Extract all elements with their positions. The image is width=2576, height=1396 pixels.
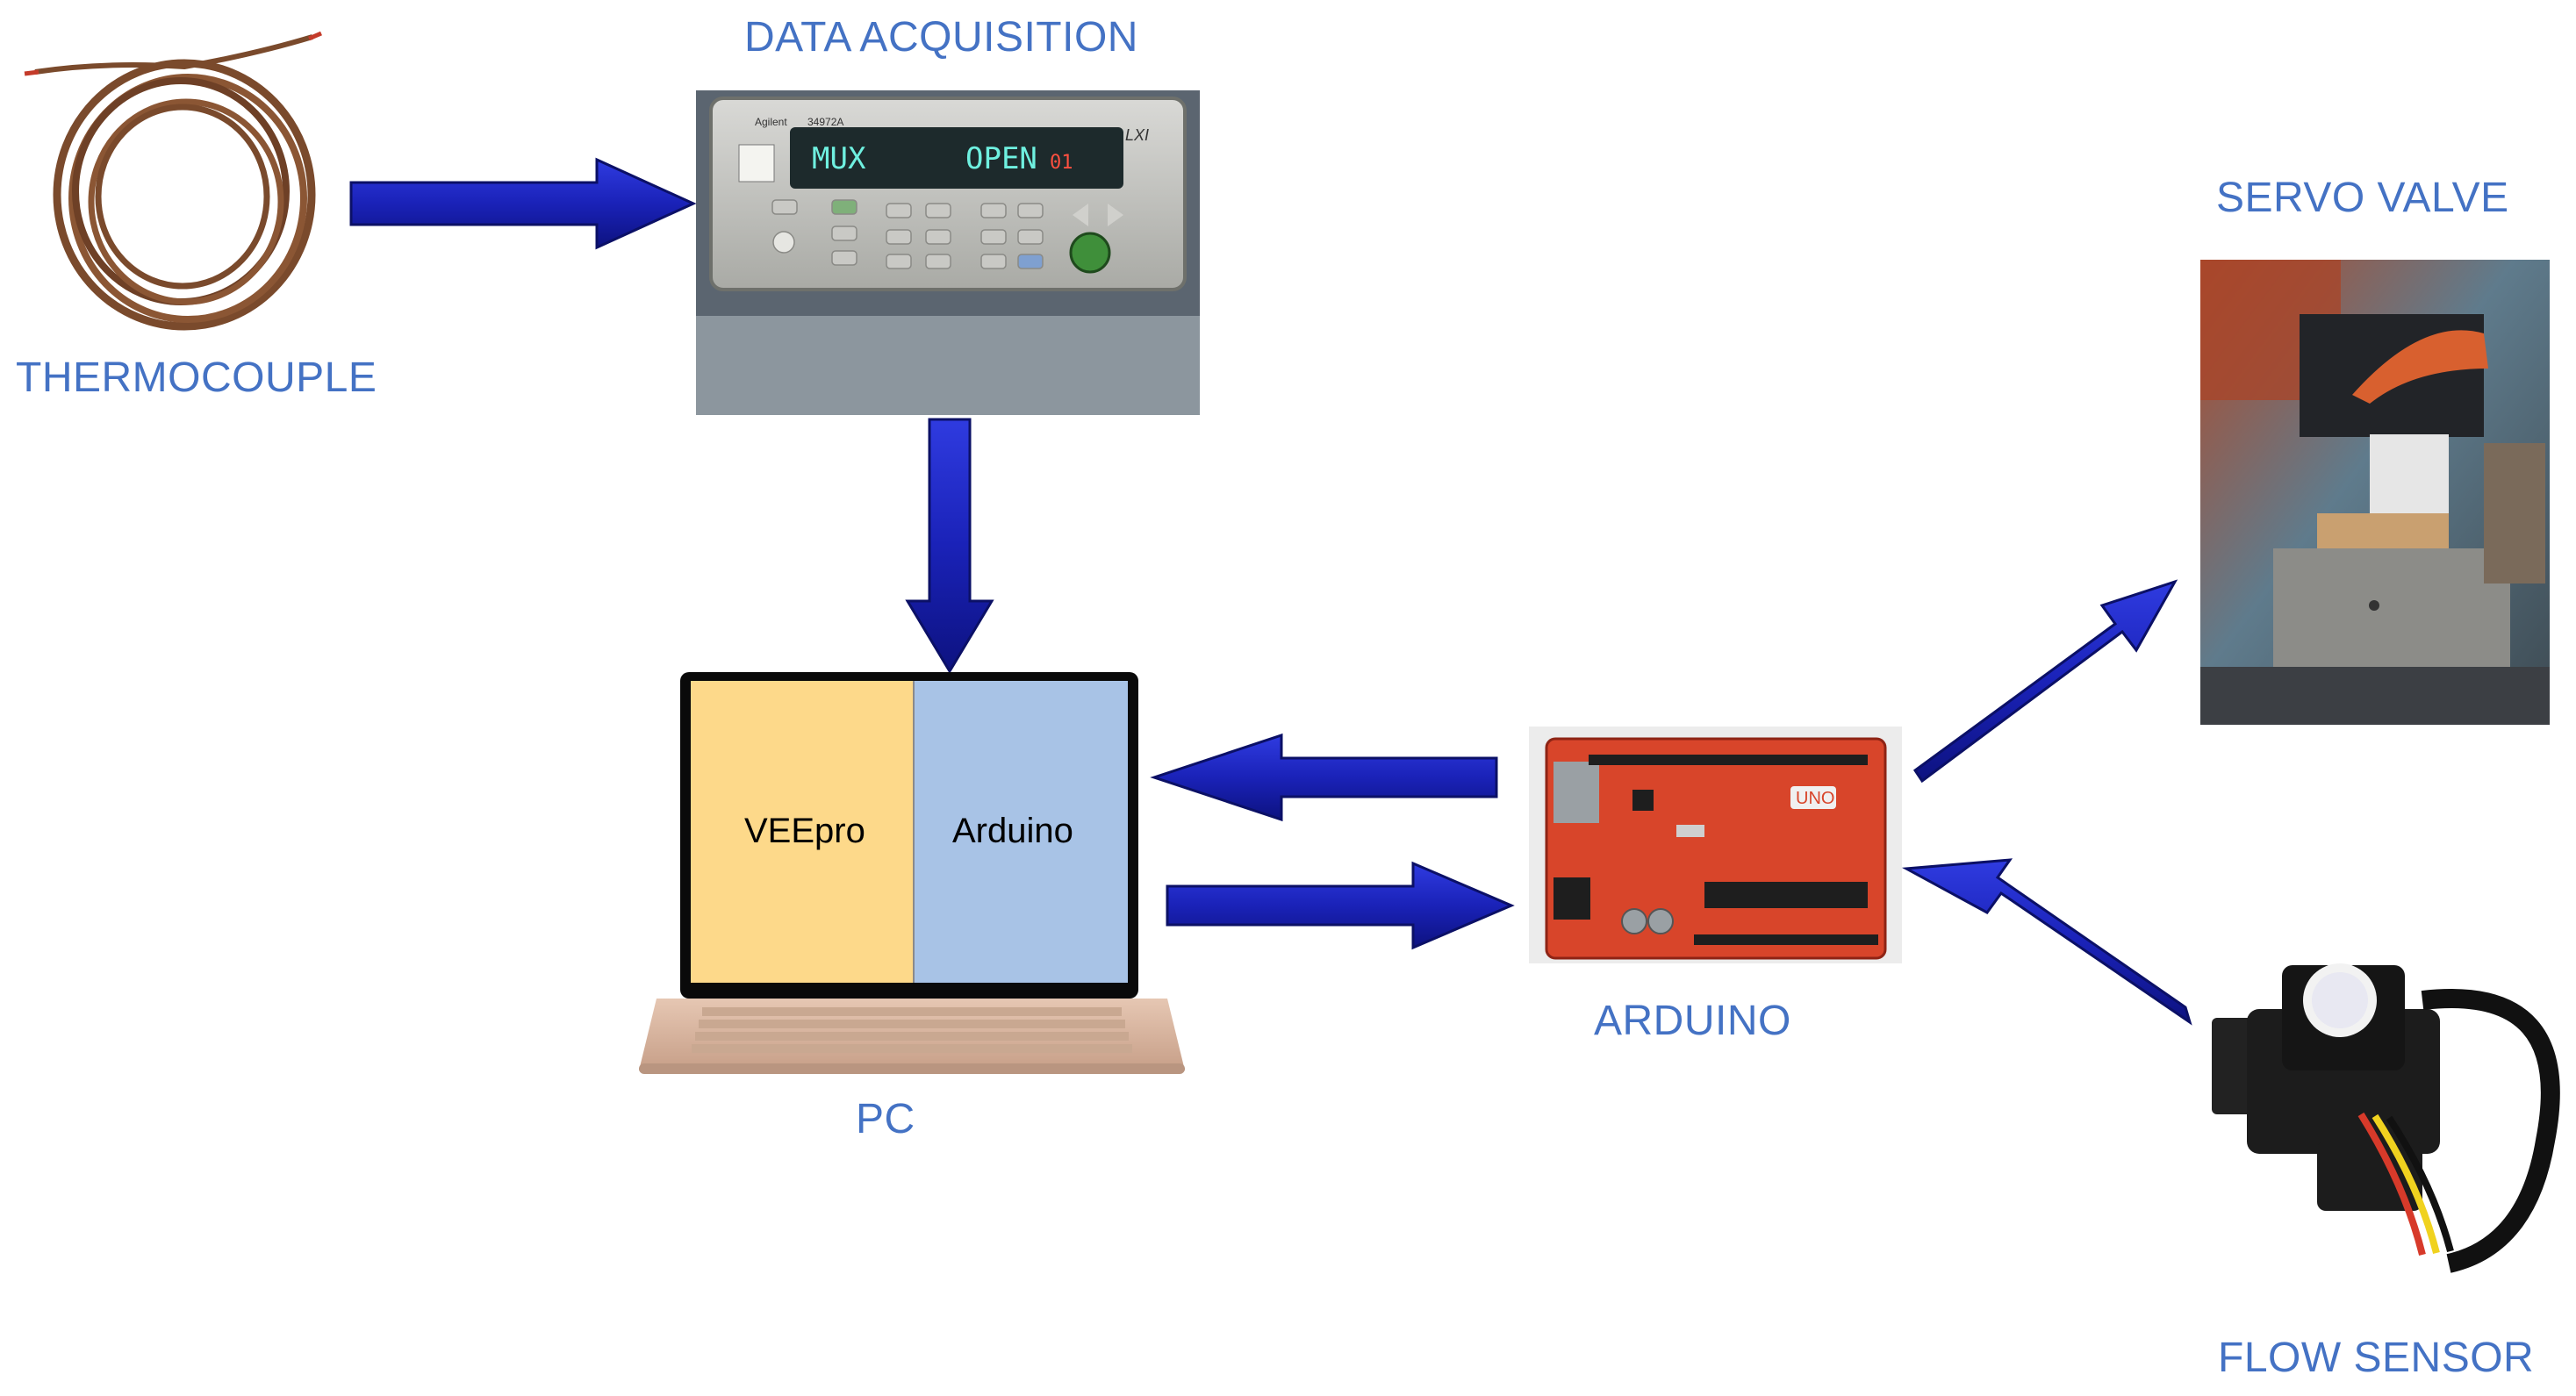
arrow-thermocouple-to-daq bbox=[349, 157, 697, 250]
thermocouple-image bbox=[24, 31, 322, 331]
pc-laptop bbox=[639, 672, 1185, 1074]
servo-valve-image bbox=[2200, 260, 2550, 725]
arrow-flow-to-arduino bbox=[1901, 858, 2192, 1026]
daq-brand: Agilent bbox=[755, 116, 787, 128]
arrow-arduino-to-pc bbox=[1150, 733, 1498, 822]
arrow-arduino-to-servo bbox=[1912, 579, 2178, 784]
screen-label-arduino: Arduino bbox=[952, 812, 1073, 850]
data-acquisition-image: MUX OPEN 01 Agilent 34972A LXI bbox=[696, 90, 1200, 415]
label-pc: PC bbox=[856, 1096, 915, 1142]
arduino-panel bbox=[914, 681, 1128, 983]
flow-sensor-image bbox=[2212, 963, 2560, 1273]
daq-display-channel: 01 bbox=[1050, 152, 1073, 174]
board-uno-label: UNO bbox=[1796, 789, 1834, 808]
daq-knob bbox=[1069, 232, 1111, 274]
label-servo-valve: SERVO VALVE bbox=[2216, 175, 2509, 221]
label-thermocouple: THERMOCOUPLE bbox=[16, 354, 377, 401]
lxi-logo: LXI bbox=[1125, 126, 1149, 144]
daq-display-left: MUX bbox=[812, 141, 866, 176]
daq-display-right: OPEN bbox=[965, 141, 1037, 176]
laptop-keyboard bbox=[692, 1007, 1132, 1053]
label-data-acquisition: DATA ACQUISITION bbox=[744, 14, 1138, 61]
label-flow-sensor: FLOW SENSOR bbox=[2218, 1335, 2535, 1381]
arduino-image: UNO bbox=[1529, 727, 1902, 963]
daq-buttons bbox=[771, 199, 1044, 269]
screen-label-veepro: VEEpro bbox=[744, 812, 865, 850]
veepro-panel bbox=[691, 681, 914, 983]
arrow-pc-to-arduino bbox=[1166, 861, 1515, 950]
daq-model: 34972A bbox=[807, 116, 843, 128]
arrow-daq-to-pc bbox=[905, 418, 994, 674]
label-arduino: ARDUINO bbox=[1594, 998, 1791, 1044]
